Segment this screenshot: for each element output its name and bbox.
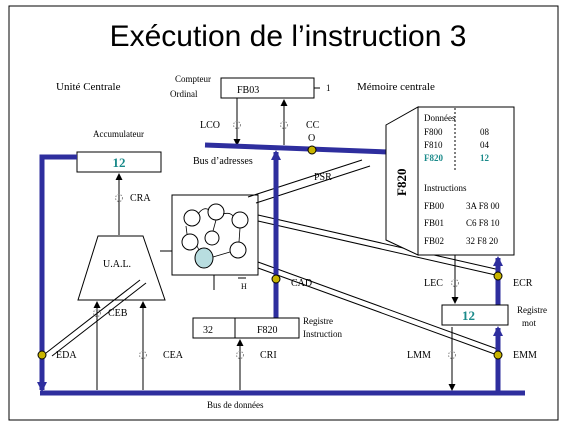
- signal-lec: LEC: [424, 278, 443, 289]
- signal-lco: LCO: [200, 120, 220, 131]
- memoire-centrale-label: Mémoire centrale: [357, 81, 435, 93]
- mem-donnee-val: 04: [480, 140, 490, 150]
- switch-cco: [280, 121, 288, 129]
- signal-cra: CRA: [130, 193, 151, 204]
- mem-donnee-addr: F810: [424, 140, 443, 150]
- mem-instr-val: 3A F8 00: [466, 201, 500, 211]
- switch-lec: [451, 279, 459, 287]
- slide-title: Exécution de l’instruction 3: [110, 20, 467, 53]
- signal-lmm: LMM: [407, 350, 431, 361]
- state-node: [231, 211, 249, 229]
- mem-donnee-val: 08: [480, 127, 490, 137]
- accumulateur-value: 12: [113, 155, 126, 170]
- mem-donnee-addr-highlight: F820: [424, 153, 443, 163]
- ri-label-2: Instruction: [303, 329, 342, 339]
- instructions-title: Instructions: [424, 183, 467, 193]
- state-node: [204, 230, 220, 246]
- switch-lco: [233, 121, 241, 129]
- ri-label-1: Registre: [303, 316, 333, 326]
- registre-mot: [441, 304, 509, 326]
- compteur-label-1: Compteur: [175, 74, 211, 84]
- switch-cea: [139, 351, 147, 359]
- memory-table: [417, 106, 515, 256]
- bus-donnees-label: Bus de données: [207, 400, 264, 410]
- switch-ecr: [493, 271, 503, 281]
- registre-instruction: [192, 317, 300, 339]
- registre-mot-value: 12: [462, 308, 475, 323]
- memory-bank-label: F820: [394, 169, 409, 196]
- state-node: [181, 233, 199, 251]
- switch-ceb: [93, 309, 101, 317]
- compteur-value: FB03: [237, 85, 259, 96]
- signal-h: H: [241, 282, 247, 291]
- state-node: [229, 241, 247, 259]
- unite-centrale-label: Unité Centrale: [56, 81, 121, 93]
- switch-cri: [236, 351, 244, 359]
- bus-accumulateur-loop: [37, 154, 77, 392]
- mem-donnee-addr: F800: [424, 127, 443, 137]
- signal-cad: CAD: [291, 278, 312, 289]
- mem-instr-addr: FB01: [424, 218, 444, 228]
- compteur-increment: 1: [326, 83, 331, 93]
- switch-cad: [271, 274, 281, 284]
- switch-psr: [307, 145, 317, 155]
- accumulateur-register: [76, 151, 162, 173]
- ual-block: [77, 235, 166, 301]
- ri-op: 32: [203, 325, 213, 336]
- bus-adresses-label: Bus d’adresses: [193, 156, 253, 167]
- registre-mot-label-1: Registre: [517, 305, 547, 315]
- switch-cra: [115, 194, 123, 202]
- mem-instr-val: 32 F8 20: [466, 236, 499, 246]
- mem-donnee-val-highlight: 12: [480, 153, 490, 163]
- accumulateur-label: Accumulateur: [93, 129, 144, 139]
- signal-psr: PSR: [314, 172, 332, 183]
- signal-cco-1: CC: [306, 120, 320, 131]
- switch-lmm: [448, 351, 456, 359]
- state-node: [183, 209, 201, 227]
- slide-frame: [8, 5, 559, 421]
- signal-cco-2: O: [308, 133, 315, 144]
- mem-instr-addr: FB02: [424, 236, 444, 246]
- signal-ceb: CEB: [108, 308, 128, 319]
- mem-instr-addr: FB00: [424, 201, 445, 211]
- mem-instr-val: C6 F8 10: [466, 218, 500, 228]
- ual-label: U.A.L.: [103, 259, 131, 270]
- signal-cea: CEA: [163, 350, 184, 361]
- signal-cri: CRI: [260, 350, 277, 361]
- donnees-title: Données: [424, 113, 456, 123]
- signal-eda: EDA: [56, 350, 77, 361]
- registre-mot-label-2: mot: [522, 318, 537, 328]
- switch-emm: [493, 350, 503, 360]
- compteur-ordinal-register: [220, 77, 315, 99]
- state-node-active: [194, 247, 214, 269]
- signal-emm: EMM: [513, 350, 537, 361]
- signal-ecr: ECR: [513, 278, 533, 289]
- ri-addr: F820: [257, 325, 278, 336]
- switch-eda: [37, 350, 47, 360]
- compteur-label-2: Ordinal: [170, 89, 198, 99]
- state-node: [207, 203, 225, 221]
